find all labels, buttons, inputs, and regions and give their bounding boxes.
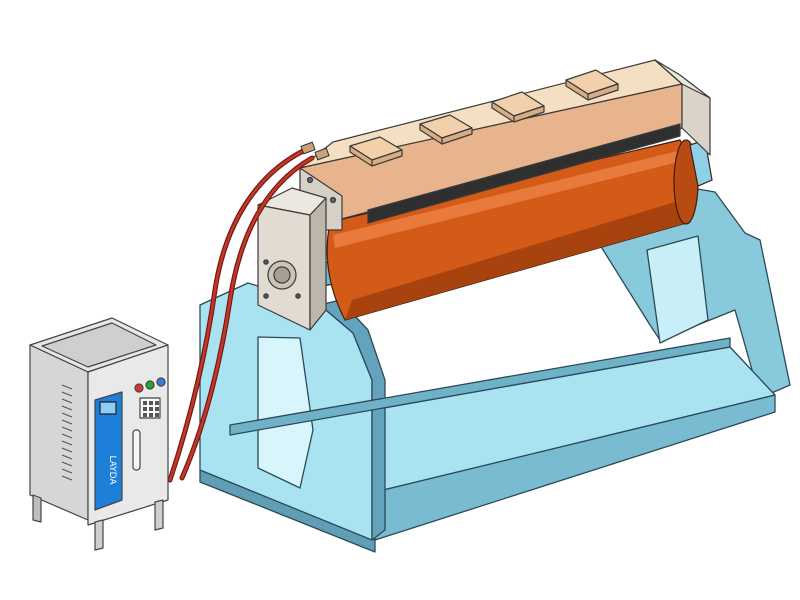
top-pad-2-side (419, 123, 473, 145)
cabinet-left-side (29, 344, 89, 521)
housing-coil-strip (367, 123, 681, 224)
cable-2-core (180, 156, 314, 480)
cabinet-brand-label: LAYDA (107, 455, 117, 485)
housing-top-pads (349, 69, 619, 167)
top-pad-3-side (491, 101, 545, 123)
heater-housing (299, 59, 711, 231)
cabinet-blue-panel (94, 391, 123, 511)
front-bearing-housing (257, 187, 327, 331)
roller-highlight (333, 150, 686, 248)
bearing-bolt-1 (263, 259, 269, 265)
cabinet-door-handle (132, 429, 141, 471)
back-bearing-top (654, 59, 711, 99)
cabinet-display (99, 401, 117, 415)
connector-1 (300, 141, 316, 155)
bearing-bolt-3 (263, 293, 269, 299)
cabinet-leg-front-left (94, 519, 104, 551)
top-pad-4-side (565, 79, 619, 101)
indicator-light-blue (156, 377, 166, 387)
control-cabinet: LAYDA (29, 317, 169, 551)
frame-back-window (646, 235, 709, 344)
frame-base-back-edge (229, 337, 731, 436)
cabinet-vents (61, 384, 73, 481)
cable-connectors (300, 141, 330, 161)
end-plate-bolt-2 (329, 196, 337, 204)
cable-1-core (168, 148, 307, 482)
connector-2 (314, 147, 330, 161)
power-cables (167, 147, 315, 483)
end-plate-bolt-1 (306, 176, 314, 184)
cabinet-leg-back-left (32, 494, 42, 523)
indicator-light-red (134, 383, 144, 393)
bearing-side (309, 197, 327, 331)
cabinet-top-inset (41, 322, 157, 368)
bearing-bolt-2 (295, 293, 301, 299)
top-pad-1-side (349, 145, 403, 167)
support-frame (199, 185, 791, 553)
cabinet-leg-front-right (154, 499, 164, 531)
bearing-bore-inner (273, 266, 291, 284)
roller-assembly (295, 139, 713, 321)
indicator-light-green (145, 380, 155, 390)
keypad-keys (143, 401, 159, 417)
roller-shadow (345, 195, 698, 320)
frame-front-window (257, 336, 314, 489)
